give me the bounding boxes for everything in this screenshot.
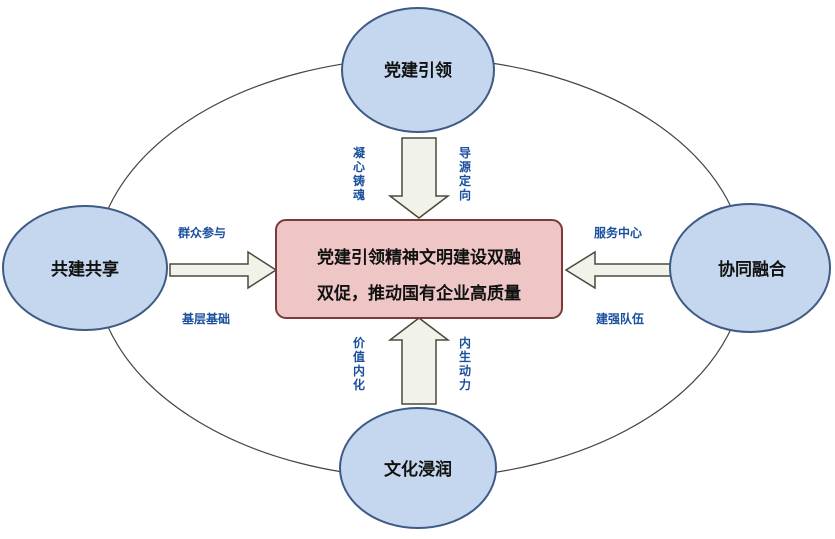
label-bottom-left: 价值内化 — [352, 336, 365, 392]
arrow-bottom-up — [387, 317, 451, 405]
center-line-1: 党建引领精神文明建设双融 — [317, 248, 521, 268]
node-bottom — [339, 407, 497, 529]
node-right-label: 协同融合 — [718, 259, 787, 280]
arrow-left-right — [169, 250, 278, 290]
label-top-left: 凝心铸魂 — [352, 146, 365, 202]
node-top — [341, 7, 495, 133]
label-left-bottom: 基层基础 — [182, 312, 231, 326]
label-left-top: 群众参与 — [178, 226, 227, 240]
arrow-top-down — [387, 137, 451, 219]
node-top-label: 党建引领 — [384, 60, 452, 81]
label-top-right: 导源定向 — [458, 146, 471, 202]
node-left — [2, 205, 168, 331]
label-bottom-right: 内生动力 — [458, 336, 471, 392]
arrow-right-left — [564, 250, 675, 290]
label-right-bottom: 建强队伍 — [596, 312, 645, 326]
node-bottom-label: 文化浸润 — [384, 459, 452, 480]
node-left-label: 共建共享 — [51, 259, 119, 280]
node-right — [669, 203, 831, 333]
label-right-top: 服务中心 — [594, 226, 643, 240]
center-line-2: 双促，推动国有企业高质量 — [317, 284, 521, 304]
center-box — [275, 219, 563, 319]
